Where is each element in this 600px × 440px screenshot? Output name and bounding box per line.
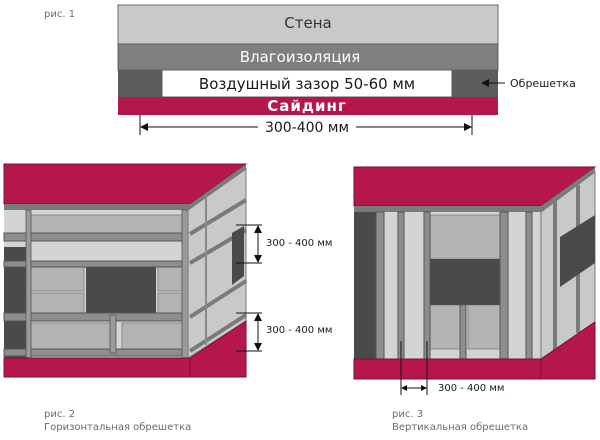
waterproofing-label: Влагоизоляция [240,48,361,66]
fig1-label: рис. 1 [44,9,76,20]
fig3-caption-text: Вертикальная обрешетка [392,422,529,433]
fig2-top-rail [4,164,246,210]
fig3-left-dark [354,212,376,359]
dim-arrow-right-icon [421,385,427,391]
fig2-dim-bottom: 300 - 400 мм [266,325,332,336]
fig2-dim-top: 300 - 400 мм [266,238,332,249]
dim-arrow-left-icon [140,123,148,131]
fig3-vertical-lathing [353,166,597,395]
air-gap [161,69,453,98]
dim-arrow-up-icon [254,225,262,233]
fig3-dark-block [430,259,500,305]
fig3-label: рис. 3 [392,409,424,420]
lathing-label: Обрешетка [510,77,576,90]
air-gap-label: Воздушный зазор 50-60 мм [199,75,415,93]
fig2-horizontal-lathing: 300 - 400 мм 300 - 400 мм [3,163,332,378]
fig2-blocks [29,214,187,350]
lathing-left [118,70,162,97]
wall-label: Стена [284,14,331,32]
fig1-cross-section: Стена Влагоизоляция Воздушный зазор 50-6… [117,4,576,136]
fig2-dark-block [86,267,156,313]
waterproofing-layer [117,43,499,71]
dim-arrow-left-icon [401,385,407,391]
dim-arrow-right-icon [464,123,472,131]
fig2-left-dark [4,247,26,358]
siding-label: Сайдинг [267,97,346,115]
fig3-caption: рис. 3 Вертикальная обрешетка [392,408,528,434]
fig2-label: рис. 2 [44,409,76,420]
fig3-dim: 300 - 400 мм [438,383,505,394]
dim-arrow-down-icon [254,255,262,263]
fig3-vertical-bars [375,211,533,360]
dim-arrow-up-icon [254,313,262,321]
lathing-arrow-icon [481,79,489,87]
dim-arrow-down-icon [254,343,262,351]
fig3-blocks [429,214,501,350]
siding-layer [118,97,498,115]
fig2-caption: рис. 2 Горизонтальная обрешетка [44,408,191,434]
fig1-spacing-label: 300-400 мм [265,120,349,136]
fig2-caption-text: Горизонтальная обрешетка [44,422,192,433]
